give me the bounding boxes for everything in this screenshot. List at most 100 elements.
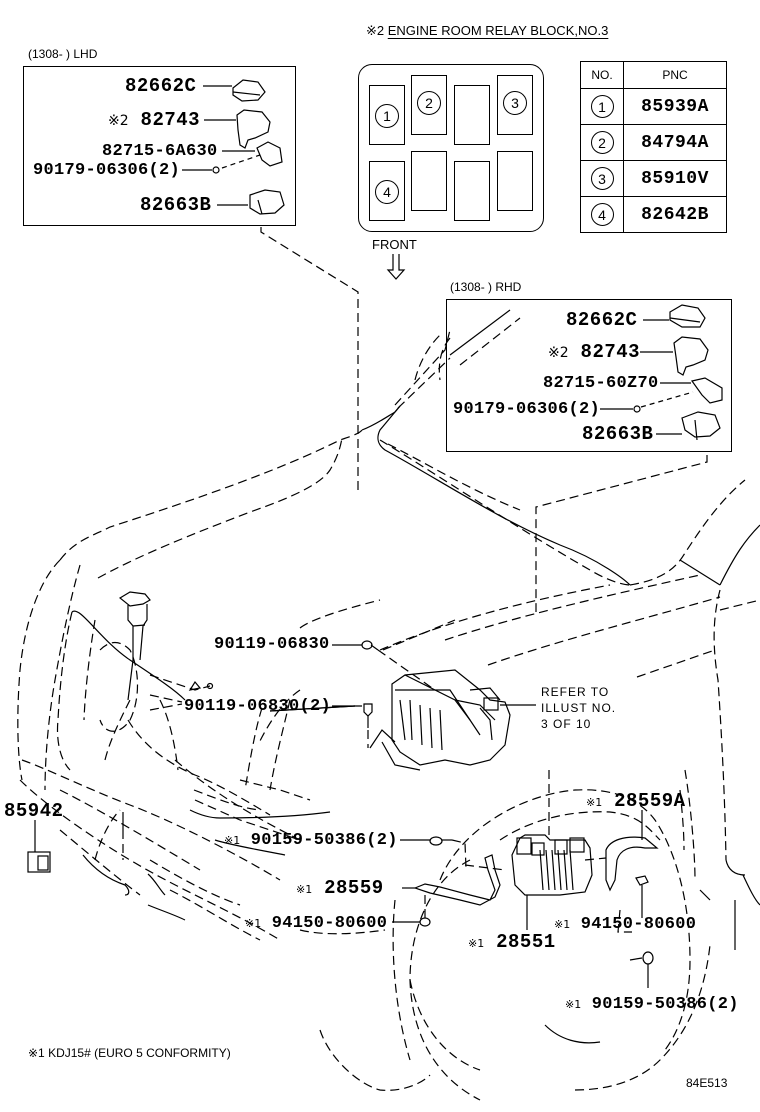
rhd-inset-label: (1308- ) RHD [450,280,522,294]
part-number: 82663B [140,194,212,216]
part-94150-80600-left[interactable]: ※1 94150-80600 [245,915,387,932]
diagram-code: 84E513 [686,1076,728,1090]
relay-slot-3: 3 [497,75,533,135]
slot-number-3: 3 [503,91,527,115]
lhd-inset-label: (1308- ) LHD [28,47,98,61]
refer-note-line: 3 OF 10 [541,717,592,731]
bolt-sketches [361,619,456,748]
refer-note[interactable]: REFER TO ILLUST NO. 3 OF 10 [541,684,616,732]
lhd-part-82663b[interactable]: 82663B [140,196,211,215]
front-arrow-icon [386,254,406,280]
slot-number-1: 1 [375,104,399,128]
part-number: 90119-06830 [214,635,330,654]
rhd-part-82663b[interactable]: 82663B [582,425,653,444]
rhd-part-82662c[interactable]: 82662C [566,311,637,330]
table-row: 2 84794A [580,124,727,161]
note-mark: ※1 [296,883,313,896]
relay-block-title-mark: ※2 [366,23,385,38]
part-number: 90179-06306(2) [453,400,601,419]
header-pnc: PNC [623,61,727,89]
part-number: 82715-60Z70 [543,374,659,393]
note-mark: ※1 [245,917,262,930]
table-row: 3 85910V [580,160,727,197]
footnote: ※1 KDJ15# (EURO 5 CONFORMITY) [28,1046,231,1060]
row-pnc[interactable]: 85939A [623,88,727,125]
note-mark: ※1 [224,834,241,847]
lhd-part-82662c[interactable]: 82662C [125,77,196,96]
part-90119-06830-x2[interactable]: 90119-06830(2) [184,698,331,715]
relay-slot-empty-b [411,151,447,211]
lower-bracket-sketches [413,770,659,988]
part-number: 28559 [324,877,384,899]
row-pnc[interactable]: 85910V [623,160,727,197]
note-mark: ※1 [468,937,485,950]
lhd-part-82743[interactable]: ※2 82743 [108,111,200,130]
front-label: FRONT [372,237,417,252]
lhd-part-sketches [221,79,285,215]
part-number: 85942 [4,800,64,822]
note-mark: ※2 [108,113,129,129]
part-number: 82743 [580,341,641,363]
rhd-part-sketches [438,304,723,441]
row-number: 2 [590,131,614,154]
row-pnc[interactable]: 84794A [623,124,727,161]
part-28559a[interactable]: ※1 28559A [586,792,686,811]
part-number: 94150-80600 [271,914,388,933]
lhd-part-82715-6a630[interactable]: 82715-6A630 [102,143,218,160]
rhd-callout-leader [535,455,708,612]
sensor-sketch [27,820,51,873]
note-mark: ※2 [548,345,569,361]
part-number: 82662C [566,309,638,331]
relay-slot-2: 2 [411,75,447,135]
rhd-part-82715-60z70[interactable]: 82715-60Z70 [543,375,659,392]
note-mark: ※1 [586,796,603,809]
refer-note-line: ILLUST NO. [541,701,617,715]
row-number: 1 [590,95,614,118]
rhd-part-82743[interactable]: ※2 82743 [548,343,640,362]
part-number: 28551 [496,931,556,953]
part-number: 82715-6A630 [102,142,218,161]
relay-block-layout: 1 2 3 4 [358,64,544,232]
lhd-inset-box [23,66,296,226]
pnc-table: NO. PNC 1 85939A 2 84794A 3 85910V 4 826… [580,61,727,233]
part-number: 90179-06306(2) [33,161,181,180]
part-number: 28559A [614,790,686,812]
part-94150-80600-right[interactable]: ※1 94150-80600 [554,916,696,933]
pnc-table-header: NO. PNC [580,61,727,89]
lhd-callout-leader [260,227,359,495]
part-28551[interactable]: ※1 28551 [468,933,556,952]
note-mark: ※1 [565,998,582,1011]
part-number: 82662C [125,75,197,97]
table-row: 4 82642B [580,196,727,233]
part-number: 90159-50386(2) [250,831,398,850]
lhd-part-90179-06306[interactable]: 90179-06306(2) [33,162,180,179]
table-row: 1 85939A [580,88,727,125]
relay-block-sketch [369,669,511,771]
relay-slot-empty-c [454,161,490,221]
row-number: 4 [590,203,614,226]
note-mark: ※1 [554,918,571,931]
part-number: 90119-06830(2) [184,697,332,716]
relay-slot-empty-a [454,85,490,145]
vehicle-body-outline [17,329,760,1101]
leader-lines [182,85,691,923]
part-90159-50386-right[interactable]: ※1 90159-50386(2) [565,996,739,1013]
relay-block-title: ※2 ENGINE ROOM RELAY BLOCK,NO.3 [366,24,608,37]
relay-block-title-text: ENGINE ROOM RELAY BLOCK,NO.3 [387,23,609,38]
relay-slot-empty-d [497,151,533,211]
slot-number-4: 4 [375,180,399,204]
part-number: 82663B [582,423,654,445]
rhd-part-90179-06306[interactable]: 90179-06306(2) [453,401,600,418]
part-85942[interactable]: 85942 [4,802,64,821]
relay-slot-1: 1 [369,85,405,145]
part-90159-50386-left[interactable]: ※1 90159-50386(2) [224,832,398,849]
row-number: 3 [590,167,614,190]
part-number: 94150-80600 [580,915,697,934]
row-pnc[interactable]: 82642B [623,196,727,233]
part-28559[interactable]: ※1 28559 [296,879,384,898]
part-90119-06830[interactable]: 90119-06830 [214,636,330,653]
part-number: 82743 [140,109,201,131]
rhd-inset-box [446,299,732,452]
relay-slot-4: 4 [369,161,405,221]
